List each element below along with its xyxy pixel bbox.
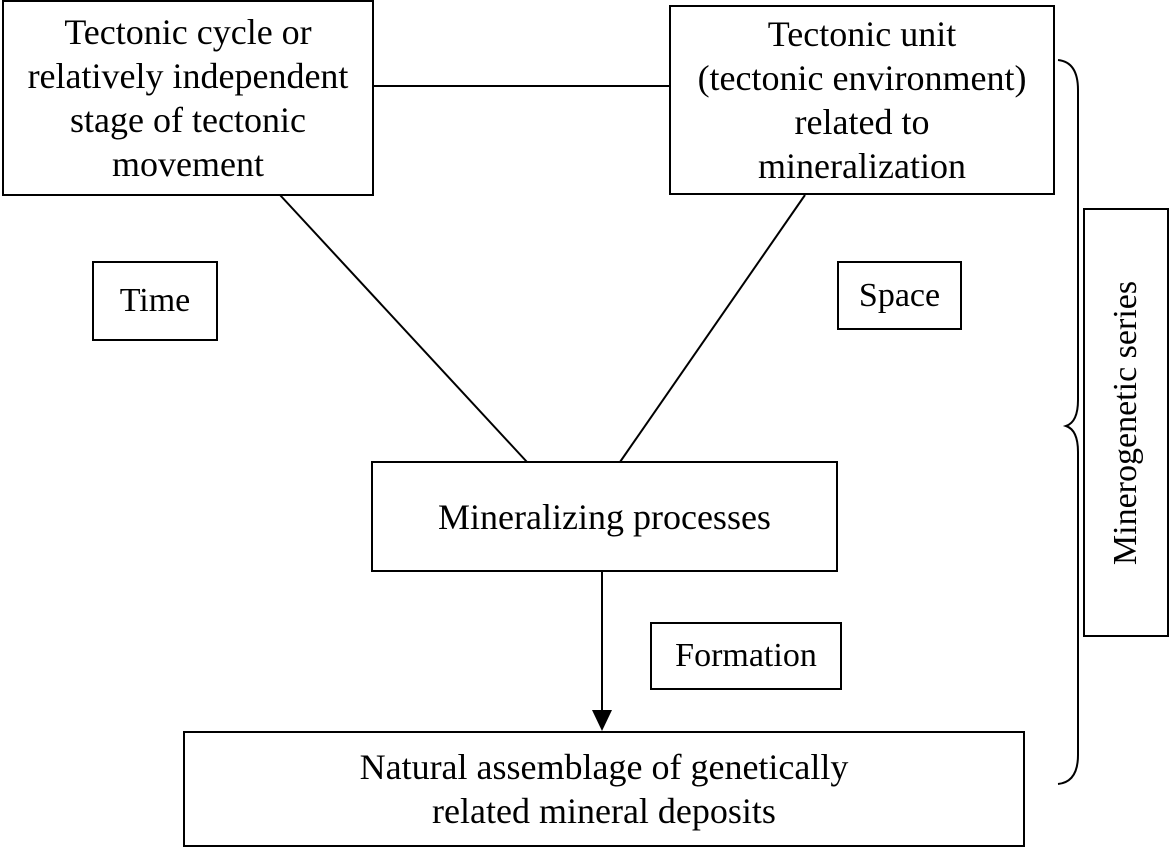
minerogenetic-series-box: Minerogenetic series	[1083, 208, 1169, 637]
natural-assemblage-line: Natural assemblage of genetically	[359, 747, 849, 787]
tectonic-unit-box: Tectonic unit (tectonic environment) rel…	[669, 5, 1055, 195]
formation-box: Formation	[650, 622, 842, 690]
series-brace	[1057, 59, 1079, 785]
cycle-process-connector	[279, 194, 528, 463]
tectonic-unit-line: (tectonic environment)	[697, 58, 1027, 98]
formation-label: Formation	[675, 637, 817, 674]
tectonic-cycle-line: movement	[112, 144, 264, 184]
time-box: Time	[92, 261, 218, 341]
tectonic-cycle-line: relatively independent	[27, 56, 349, 96]
tectonic-cycle-line: stage of tectonic	[70, 100, 306, 140]
tectonic-unit-line: related to	[794, 102, 930, 142]
natural-assemblage-line: related mineral deposits	[432, 791, 776, 831]
mineralizing-processes-box: Mineralizing processes	[371, 461, 838, 572]
unit-process-connector	[619, 194, 806, 463]
formation-arrowhead	[592, 710, 612, 731]
time-label: Time	[119, 282, 191, 319]
mineralizing-processes-label: Mineralizing processes	[438, 496, 771, 537]
space-label: Space	[858, 276, 941, 314]
tectonic-unit-line: Tectonic unit	[767, 14, 957, 54]
minerogenetic-series-label: Minerogenetic series	[1107, 280, 1144, 565]
natural-assemblage-box: Natural assemblage of genetically relate…	[183, 731, 1025, 847]
tectonic-unit-line: mineralization	[758, 146, 966, 186]
tectonic-cycle-box: Tectonic cycle or relatively independent…	[2, 0, 374, 196]
space-box: Space	[837, 261, 962, 330]
tectonic-cycle-line: Tectonic cycle or	[64, 12, 312, 52]
